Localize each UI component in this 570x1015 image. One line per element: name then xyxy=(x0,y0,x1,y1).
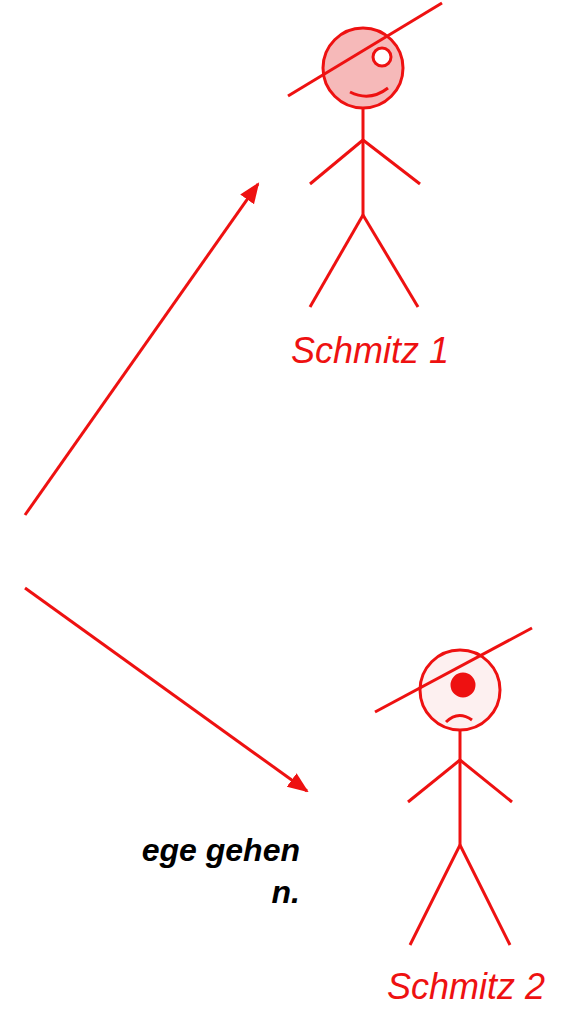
figure-name: Schmitz 2 xyxy=(387,966,545,1008)
stick-figure-node: Schmitz 2 xyxy=(366,620,566,1008)
figure-name: Schmitz 1 xyxy=(291,330,449,372)
direction-arrow xyxy=(25,588,307,791)
caption-fragment: ege gehen xyxy=(142,830,300,870)
caption-fragment: n. xyxy=(272,872,300,912)
stick-figure-node: Schmitz 1 xyxy=(270,0,470,372)
happy-stick-figure xyxy=(288,3,442,307)
sad-stick-figure xyxy=(375,628,532,945)
direction-arrow xyxy=(25,184,258,515)
